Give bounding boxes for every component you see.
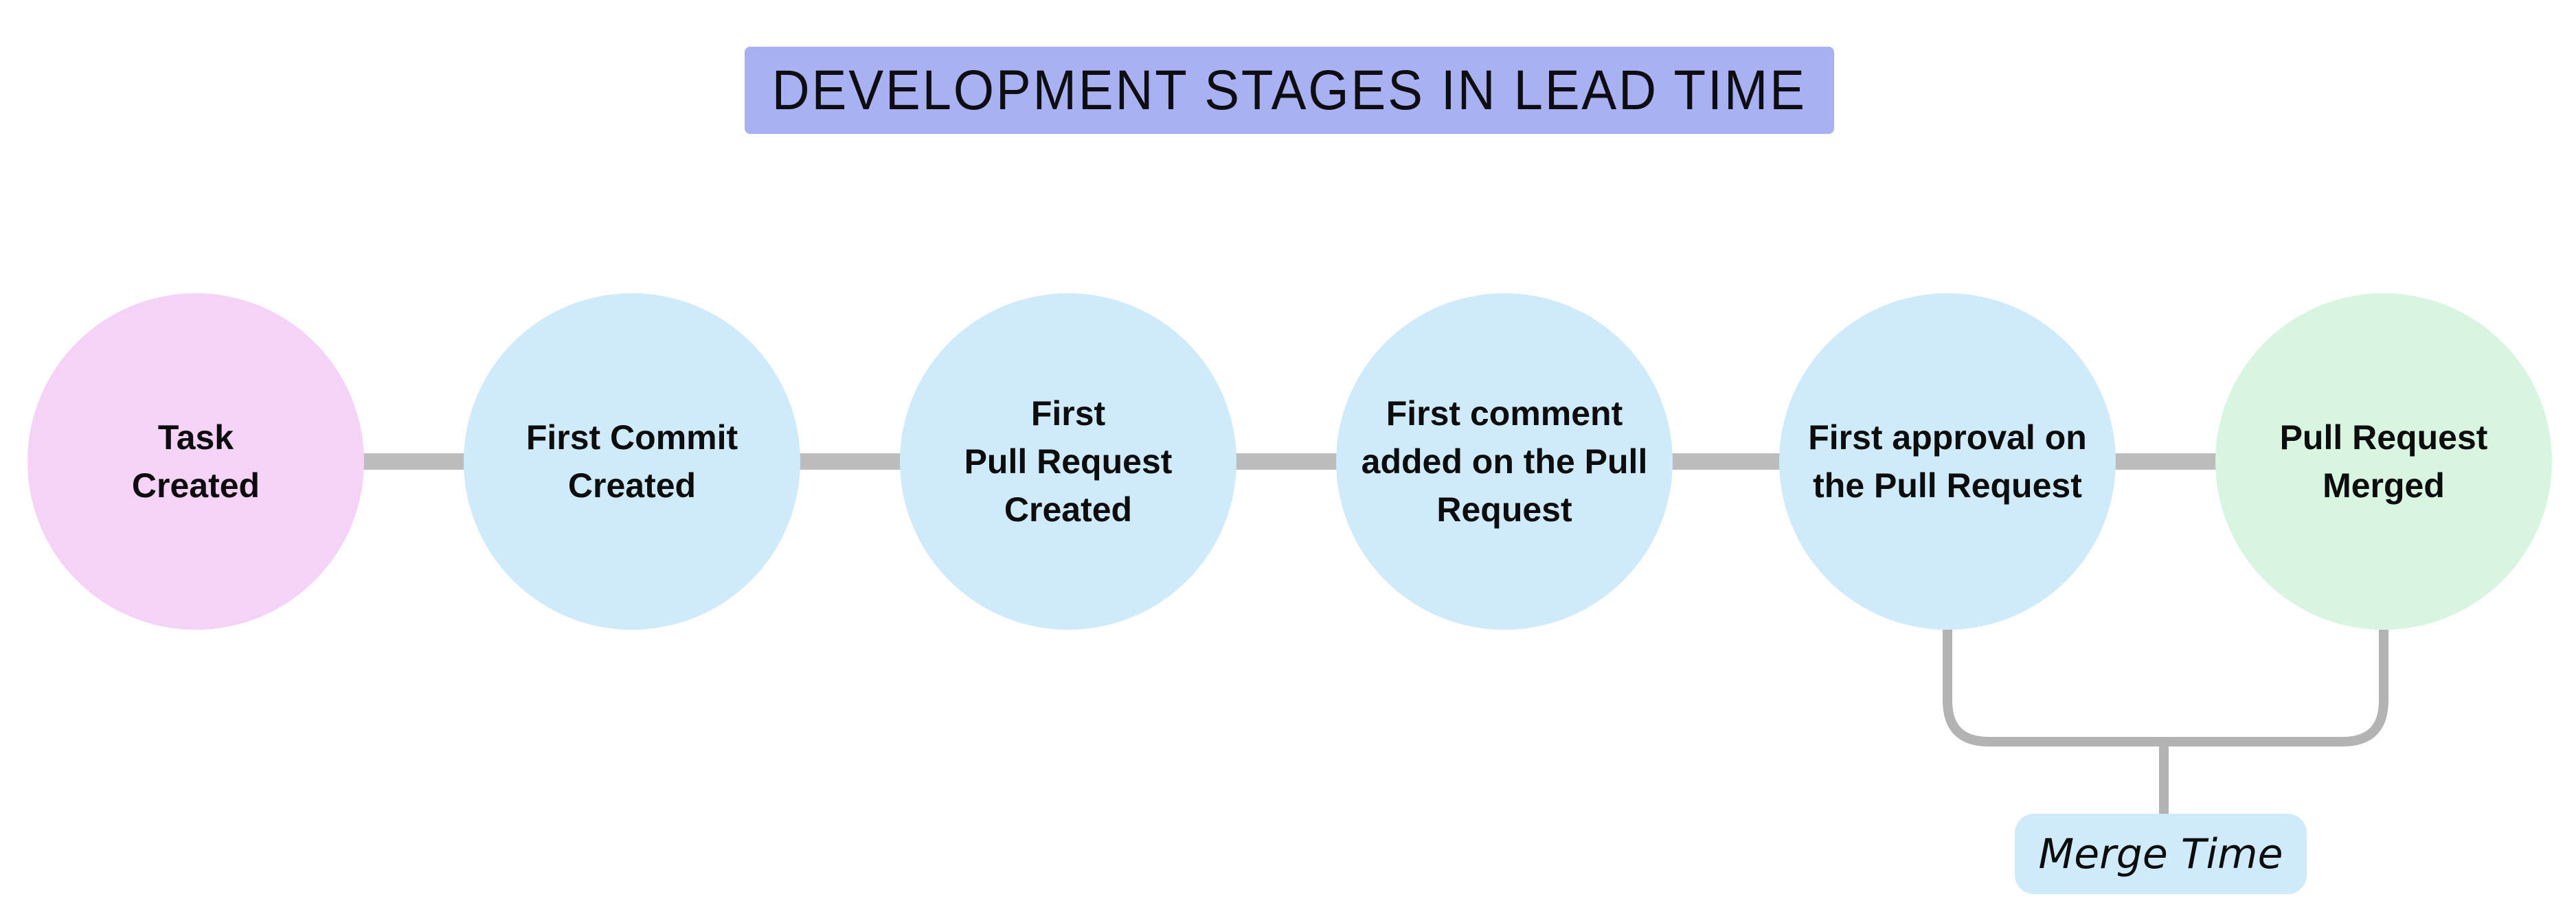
stage-circle-task-created: Task Created — [27, 293, 364, 630]
stage-label-line: Created — [567, 466, 697, 505]
diagram-title-banner: DEVELOPMENT STAGES IN LEAD TIME — [745, 47, 1834, 134]
merge-time-text: Merge Time — [2038, 830, 2283, 878]
stage-label-line: Task — [157, 418, 234, 457]
stage-label: First Commit Created — [526, 413, 738, 510]
stage-label-line: Created — [131, 466, 260, 505]
stage-label-line: Pull Request — [964, 442, 1173, 481]
stage-label: Task Created — [132, 413, 260, 510]
stage-label-line: First approval on — [1808, 418, 2087, 457]
stage-label-line: First — [1030, 394, 1106, 433]
stage-label: Pull Request Merged — [2280, 413, 2488, 510]
stage-circle-first-commit-created: First Commit Created — [464, 293, 800, 630]
stage-circle-first-comment-added: First comment added on the Pull Request — [1336, 293, 1673, 630]
stage-label-line: Request — [1436, 490, 1572, 529]
stage-label-line: First Commit — [526, 418, 738, 457]
stage-label-line: Pull Request — [2279, 418, 2488, 457]
merge-time-bracket — [1943, 626, 2388, 819]
stage-label-line: Merged — [2323, 466, 2445, 505]
stage-circle-first-approval: First approval on the Pull Request — [1779, 293, 2116, 630]
stage-label: First comment added on the Pull Request — [1362, 389, 1648, 534]
stage-label-line: the Pull Request — [1813, 466, 2082, 505]
stage-label: First approval on the Pull Request — [1808, 413, 2087, 510]
stage-label-line: Created — [1004, 490, 1133, 529]
stage-label-line: First comment — [1386, 394, 1623, 433]
bracket-path — [1943, 626, 2388, 747]
diagram-title: DEVELOPMENT STAGES IN LEAD TIME — [771, 58, 1807, 122]
stage-label-line: added on the Pull — [1361, 442, 1648, 481]
stage-circle-pull-request-merged: Pull Request Merged — [2215, 293, 2552, 630]
merge-time-label: Merge Time — [2015, 814, 2307, 894]
stage-label: First Pull Request Created — [964, 389, 1173, 534]
stage-circle-first-pull-request-created: First Pull Request Created — [900, 293, 1236, 630]
